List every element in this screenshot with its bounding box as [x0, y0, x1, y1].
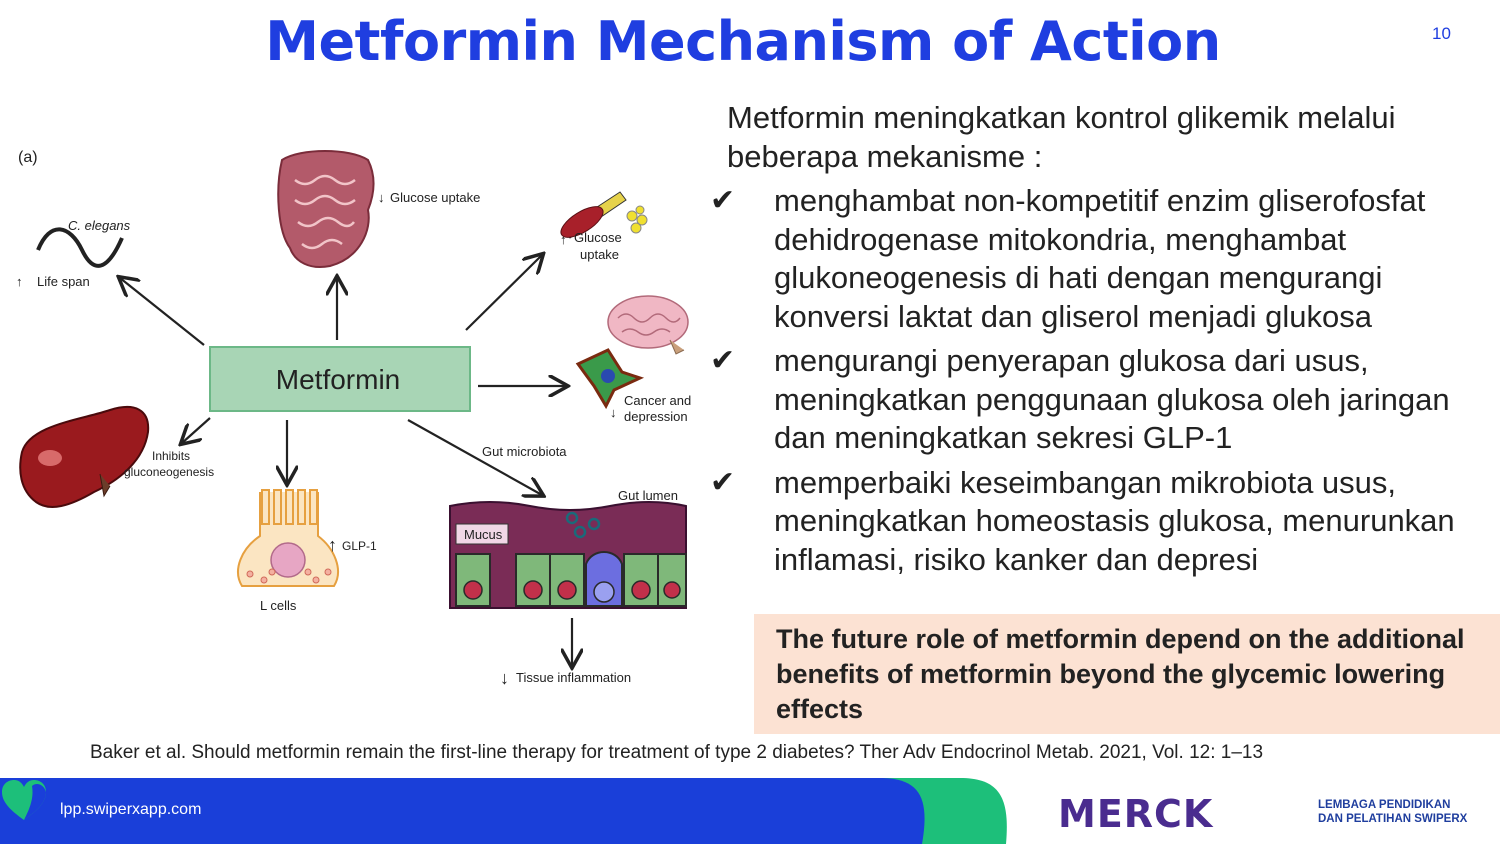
arrow-to-gut	[407, 419, 542, 495]
footer: lpp.swiperxapp.com MERCK LEMBAGA PENDIDI…	[0, 778, 1500, 844]
mechanism-list: ✔ menghambat non-kompetitif enzim glisero…	[710, 182, 1500, 585]
citation: Baker et al. Should metformin remain the…	[90, 742, 1264, 763]
gut-lumen-label: Gut lumen	[618, 488, 678, 503]
lpp-line-2: DAN PELATIHAN SWIPERX	[1318, 813, 1468, 825]
footer-background	[0, 778, 1007, 844]
cancer-cell-icon	[575, 348, 645, 410]
cancer-label-2: depression	[624, 409, 688, 424]
arrow-to-muscle	[465, 255, 542, 331]
lpp-logo-text: LEMBAGA PENDIDIKAN DAN PELATIHAN SWIPERX	[1318, 798, 1467, 826]
panel-label: (a)	[18, 149, 38, 166]
inhibits-label-2: gluconeogenesis	[124, 465, 214, 479]
glucose-right-label-1: Glucose	[574, 230, 622, 245]
callout-box: The future role of metformin depend on t…	[754, 614, 1500, 734]
heart-logo-icon	[2, 780, 46, 820]
footer-url-link[interactable]: lpp.swiperxapp.com	[60, 801, 202, 818]
list-item: ✔ menghambat non-kompetitif enzim glisero…	[710, 182, 1500, 336]
metformin-label: Metformin	[276, 364, 400, 395]
gut-epithelium-icon	[449, 501, 687, 609]
muscle-icon	[560, 191, 648, 239]
mucus-box	[455, 523, 509, 545]
arrow-to-liver	[182, 417, 211, 443]
intestine-icon	[277, 150, 375, 268]
inhibits-label-1: Inhibits	[152, 449, 190, 463]
intro-text: Metformin meningkatkan kontrol glikemik …	[727, 100, 1396, 174]
merck-logo: MERCK	[1058, 792, 1214, 836]
tissue-inflammation-label: Tissue inflammation	[516, 670, 631, 685]
page-number: 10	[1432, 24, 1451, 43]
gut-microbiota-label: Gut microbiota	[482, 444, 567, 459]
metformin-box	[209, 346, 471, 412]
check-icon: ✔	[710, 465, 736, 499]
arrow-to-c-elegans	[120, 278, 205, 346]
down-arrow-tissue: ↓	[500, 668, 509, 688]
brain-icon	[607, 295, 689, 355]
down-arrow-cancer: ↓	[610, 405, 617, 420]
down-arrow-glucose-top: ↓	[378, 190, 385, 205]
check-icon: ✔	[710, 344, 736, 377]
l-cells-label: L cells	[260, 598, 297, 613]
glucose-right-label-2: uptake	[580, 247, 619, 262]
list-item: ✔ memperbaiki keseimbangan mikrobiota usu…	[710, 464, 1500, 580]
list-item: ✔ mengurangi penyerapan glukosa dari usus…	[710, 342, 1500, 458]
l-cell-icon	[237, 489, 339, 587]
life-span-label: Life span	[37, 274, 90, 289]
up-arrow-glp1: ↑	[328, 535, 337, 555]
metformin-mechanism-diagram: (a) Metformin C. elegans ↑ Life span ↓ G…	[16, 149, 691, 688]
bullet-text: menghambat non-kompetitif enzim gliserof…	[774, 183, 1426, 334]
glp1-label: GLP-1	[342, 539, 377, 553]
c-elegans-icon	[36, 227, 124, 268]
up-arrow-life: ↑	[16, 274, 23, 289]
liver-icon	[19, 406, 150, 508]
glucose-uptake-top-label: Glucose uptake	[390, 190, 480, 205]
check-icon: ✔	[710, 184, 736, 217]
lpp-line-1: LEMBAGA PENDIDIKAN	[1318, 799, 1451, 811]
up-arrow-glucose-right: ↑	[560, 232, 567, 247]
slide-title: Metformin Mechanism of Action	[265, 10, 1221, 73]
callout-text: The future role of metformin depend on t…	[776, 624, 1465, 724]
cancer-label-1: Cancer and	[624, 393, 691, 408]
c-elegans-label: C. elegans	[68, 218, 131, 233]
mucus-label: Mucus	[464, 527, 503, 542]
bullet-text: mengurangi penyerapan glukosa dari usus,…	[774, 343, 1450, 455]
bullet-text: memperbaiki keseimbangan mikrobiota usus…	[774, 464, 1455, 577]
